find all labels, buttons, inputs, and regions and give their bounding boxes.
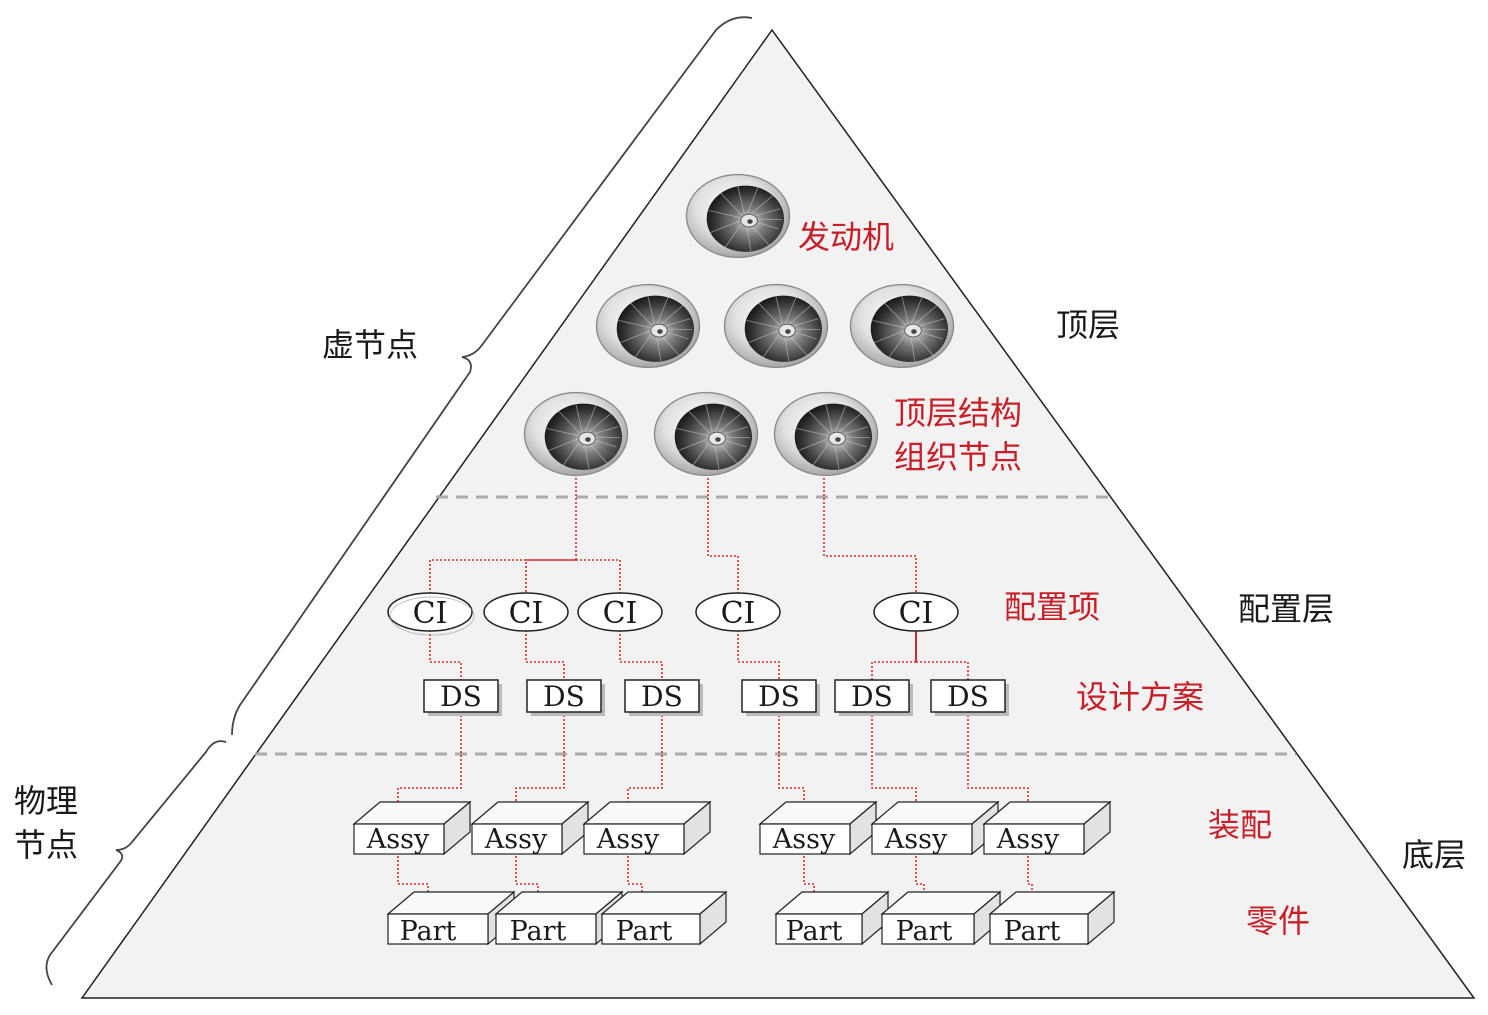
ds-label: DS — [851, 680, 893, 713]
part-label: Part — [896, 916, 953, 947]
virtual-node-label: 虚节点 — [322, 326, 418, 364]
assembly-label: 装配 — [1208, 806, 1272, 844]
top-structure-label-line1: 顶层结构 — [894, 394, 1022, 432]
jet-engine-icon — [653, 391, 759, 477]
ds-node: DS — [526, 679, 605, 716]
assy-label: Assy — [884, 824, 948, 855]
jet-engine-icon — [523, 391, 629, 477]
config-layer-label: 配置层 — [1238, 590, 1334, 628]
part-box: Part — [386, 890, 516, 947]
ds-node: DS — [834, 679, 913, 716]
ci-node: CI — [387, 592, 475, 636]
config-item-label: 配置项 — [1004, 588, 1100, 626]
ci-node: CI — [695, 592, 781, 632]
part-label: Part — [616, 916, 673, 947]
ds-label: DS — [641, 680, 683, 713]
ds-node: DS — [423, 679, 502, 716]
part-box: Part — [774, 890, 890, 947]
part-label: Part — [786, 916, 843, 947]
ds-node: DS — [930, 679, 1009, 716]
ds-label: DS — [440, 680, 482, 713]
ci-node: CI — [483, 592, 569, 632]
part-box: Part — [494, 890, 624, 947]
ci-label: CI — [413, 596, 448, 631]
design-scheme-label: 设计方案 — [1076, 678, 1204, 716]
assy-nodes: Assy Assy Assy Assy Assy — [352, 800, 1112, 856]
jet-engine-icon — [849, 283, 955, 369]
assy-box: Assy — [758, 800, 878, 856]
ci-label: CI — [509, 596, 544, 631]
part-nodes: Part Part Part Part Part — [386, 890, 1116, 947]
ci-label: CI — [603, 596, 638, 631]
assy-label: Assy — [484, 824, 548, 855]
assy-box: Assy — [982, 800, 1112, 856]
assy-box: Assy — [870, 800, 1000, 856]
ci-label: CI — [899, 596, 934, 631]
jet-engine-icon — [773, 391, 879, 477]
assy-box: Assy — [582, 800, 712, 856]
engine-label: 发动机 — [798, 218, 894, 256]
part-box: Part — [880, 890, 1002, 947]
ci-label: CI — [721, 596, 756, 631]
pyramid-shape — [80, 28, 1476, 999]
physical-node-label-line1: 物理 — [14, 782, 78, 820]
assy-label: Assy — [366, 824, 430, 855]
jet-engine-icon — [595, 283, 701, 369]
assy-box: Assy — [470, 800, 590, 856]
ds-node: DS — [624, 679, 703, 716]
ds-node: DS — [741, 679, 820, 716]
ds-label: DS — [543, 680, 585, 713]
ds-label: DS — [758, 680, 800, 713]
assy-label: Assy — [596, 824, 660, 855]
part-label: Part — [400, 916, 457, 947]
part-box: Part — [988, 890, 1116, 947]
assy-label: Assy — [996, 824, 1060, 855]
part-label: Part — [510, 916, 567, 947]
ds-nodes: DS DS DS DS DS DS — [423, 679, 1009, 716]
part-category-label: 零件 — [1246, 902, 1310, 940]
top-layer-label: 顶层 — [1056, 306, 1120, 344]
top-structure-label-line2: 组织节点 — [894, 438, 1022, 476]
assy-label: Assy — [772, 824, 836, 855]
part-box: Part — [600, 890, 728, 947]
ci-node: CI — [577, 592, 663, 632]
bottom-layer-label: 底层 — [1402, 836, 1466, 874]
physical-node-label-line2: 节点 — [14, 826, 78, 864]
ds-label: DS — [947, 680, 989, 713]
jet-engine-icon — [685, 173, 791, 259]
ci-nodes: CI CI CI CI CI — [387, 592, 959, 636]
virtual-node-bracket — [231, 16, 753, 736]
part-label: Part — [1004, 916, 1061, 947]
ci-node: CI — [873, 592, 959, 632]
physical-node-bracket — [45, 740, 227, 986]
jet-engine-icon — [723, 283, 829, 369]
assy-box: Assy — [352, 800, 472, 856]
